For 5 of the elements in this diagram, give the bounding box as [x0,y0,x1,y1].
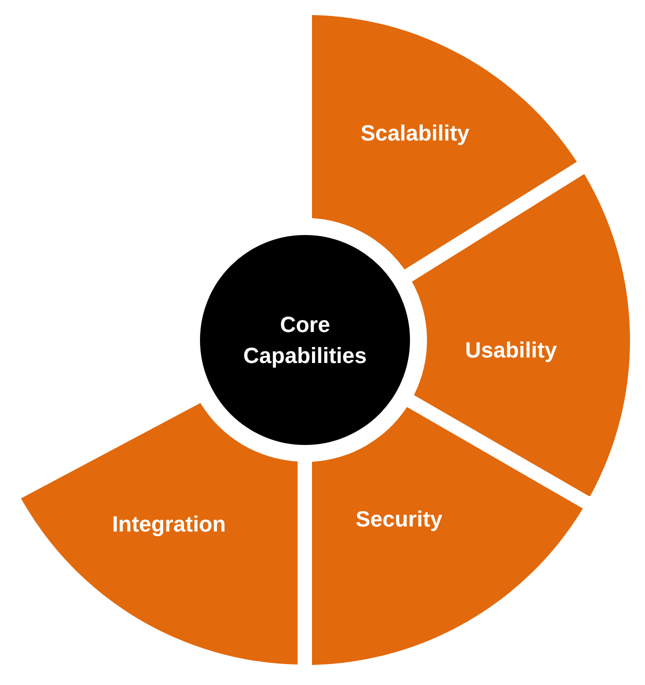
segment-label: Scalability [360,119,470,148]
segment-label: Integration [112,510,226,538]
center-label: Core Capabilities [242,311,368,370]
segment-label: Usability [465,336,557,364]
segment-label: Security [356,505,442,534]
